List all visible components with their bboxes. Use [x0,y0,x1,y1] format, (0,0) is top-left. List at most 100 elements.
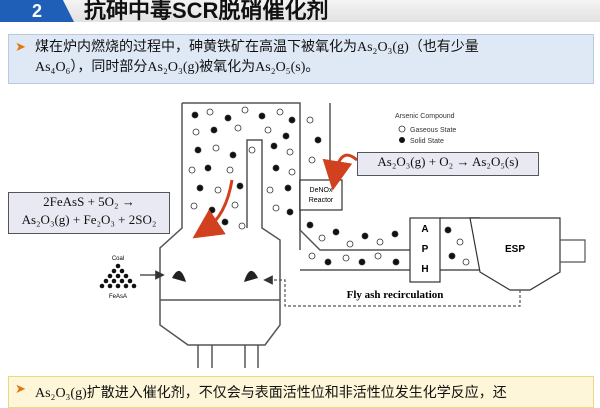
reaction-box-right: As₂O₃(g) + O₂ → As₂O₅(s) [357,152,539,176]
gas-particle [308,252,316,260]
gas-particle [188,166,196,174]
gas-particle [206,108,214,116]
solid-particle [196,184,204,192]
coal-lump [107,273,113,279]
gas-particle [234,124,242,132]
solid-particle [236,182,244,190]
flow-arrow-reactor [322,153,358,191]
gas-particle [318,234,326,242]
solid-particle [270,142,278,150]
legend-solid-icon [399,137,405,143]
fly-ash-recirculation-path [263,275,521,307]
gas-particle [342,254,350,262]
section-number-badge: 2 [0,0,74,22]
page-title: 抗砷中毒SCR脱硝催化剂 [84,0,329,23]
gas-particle [346,240,354,248]
esp-label: ESP [505,244,525,255]
gas-particle [272,204,280,212]
denox-label-1: DeNOx [310,187,333,194]
coal-label: Coal [112,256,124,262]
intro-text: 煤在炉内燃烧的过程中，砷黄铁矿在高温下被氧化为As₂O₃(g)（也有少量 As₄… [35,38,585,78]
esp-unit [469,217,561,291]
intro-bullet: ➤ 煤在炉内燃烧的过程中，砷黄铁矿在高温下被氧化为As₂O₃(g)（也有少量 A… [8,34,594,84]
gas-particle [376,238,384,246]
legend-solid-label: Solid State [410,138,444,145]
solid-particle [444,226,452,234]
solid-particle [361,232,369,240]
solid-particle [448,252,456,260]
legend-gas-label: Gaseous State [410,127,456,134]
solid-particle [284,184,292,192]
gas-particle [238,222,246,230]
reaction-box-left: 2FeAsS + 5O₂ → As₂O₃(g) + Fe₂O₃ + 2SO₂ [8,192,170,234]
solid-particle [282,132,290,140]
reaction-right-text: As₂O₃(g) + O₂ → As₂O₅(s) [377,154,519,169]
solid-particle [210,126,218,134]
solid-particle [194,146,202,154]
coal-lump [99,283,105,289]
gas-particle [212,144,220,152]
reaction-left-line-2: As₂O₃(g) + Fe₂O₃ + 2SO₂ [21,212,157,227]
gas-particle [241,106,249,114]
gas-particle [462,258,470,266]
fly-ash-label: Fly ash recirculation [347,289,444,301]
bottom-text: As₂O₃(g)扩散进入催化剂，不仅会与表面活性位和非活性位发生化学反应，还 [35,386,507,401]
coal-lump [103,278,109,284]
solid-particle [391,230,399,238]
coal-lump [111,268,117,274]
solid-particle [358,258,366,266]
coal-lump [115,273,121,279]
gas-particle [231,201,239,209]
denox-label-2: Reactor [309,197,334,204]
coal-lump [127,278,133,284]
aph-letter-a: A [421,224,428,235]
flame-left-icon [172,270,186,282]
coal-lump [131,283,137,289]
gas-particle [374,252,382,260]
gas-particle [226,166,234,174]
solid-particle [392,258,400,266]
gas-particle [306,116,314,124]
boiler-outline [159,102,301,368]
solid-particle [314,136,322,144]
gas-particle [276,108,284,116]
gas-particle [286,148,294,156]
solid-particle [221,218,229,226]
flow-arrow-down [192,179,234,239]
coal-lump [115,263,121,269]
coal-lump [123,273,129,279]
coal-lump [115,283,121,289]
aph-letter-p: P [422,244,429,255]
gas-particle [266,186,274,194]
denox-reactor [299,179,343,211]
solid-particle [272,164,280,172]
coal-lump [123,283,129,289]
stack-outlet [560,239,586,263]
coal-pile-icon [99,263,137,289]
bottom-bullet: ➤ As₂O₃(g)扩散进入催化剂，不仅会与表面活性位和非活性位发生化学反应，还 [8,376,594,408]
coal-lump [119,278,125,284]
gas-particle [308,156,316,164]
solid-particle [306,221,314,229]
solid-particle [286,208,294,216]
title-bar: 2 抗砷中毒SCR脱硝催化剂 [0,0,600,23]
gas-particle [248,146,256,154]
intro-line-1: 煤在炉内燃烧的过程中，砷黄铁矿在高温下被氧化为As₂O₃(g)（也有少量 [35,40,479,55]
gas-particle [190,202,198,210]
solid-particle [258,112,266,120]
solid-particle [288,116,296,124]
intro-line-2: As₄O₆），同时部分As₂O₃(g)被氧化为As₂O₅(s)。 [35,60,320,75]
solid-particle [229,151,237,159]
flame-right-icon [244,270,258,282]
solid-particle [191,111,199,119]
legend-gas-icon [398,125,406,133]
gas-particle [264,126,272,134]
bullet-arrow-icon: ➤ [15,382,26,397]
aph-letter-h: H [421,264,428,275]
bullet-arrow-icon: ➤ [15,40,26,55]
reaction-left-line-1: 2FeAsS + 5O₂ → [43,194,135,209]
solid-particle [332,228,340,236]
solid-particle [224,114,232,122]
solid-particle [204,164,212,172]
